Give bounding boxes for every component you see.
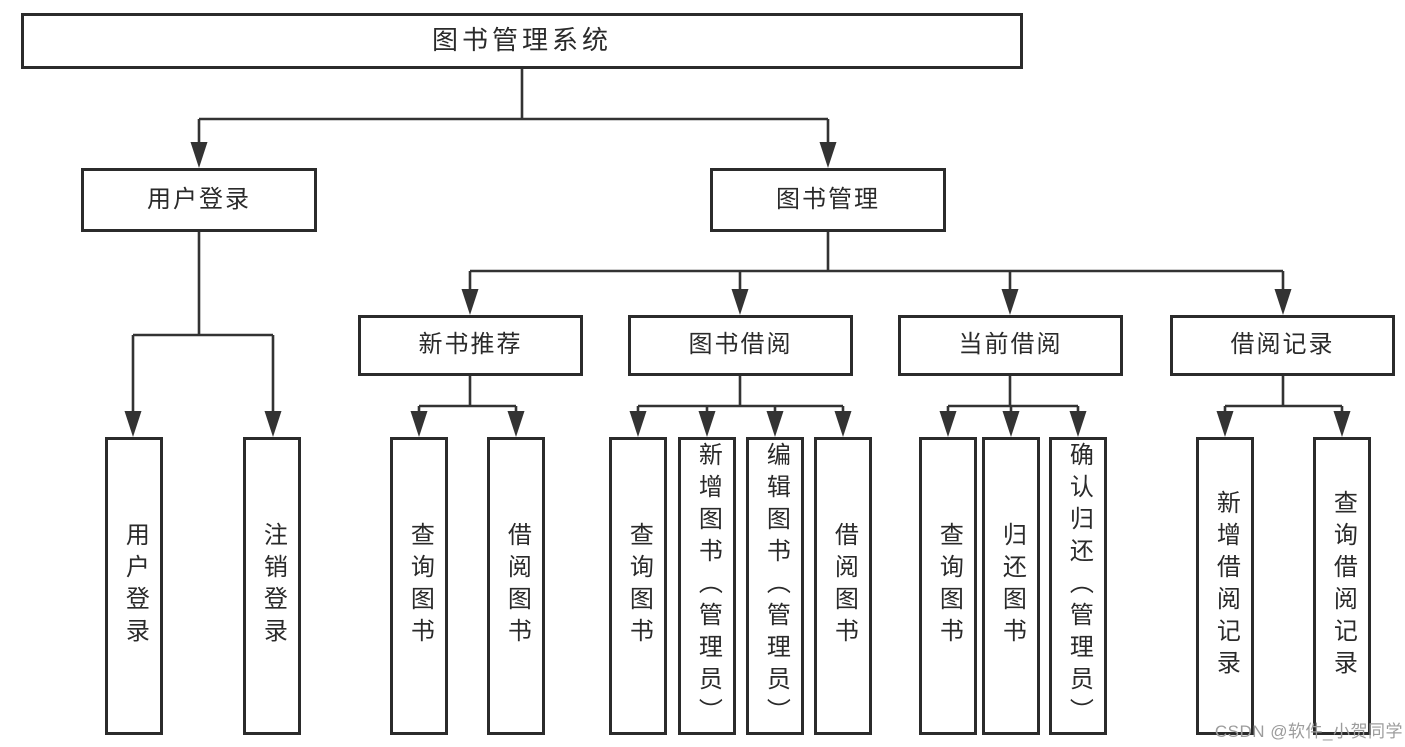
node-library-management-system: 图书管理系统 (21, 13, 1023, 69)
node-label: 新增借阅记录 (1212, 490, 1240, 682)
csdn-watermark: CSDN @软件_小贺同学 (1214, 722, 1403, 741)
node-label: 查询图书 (406, 522, 434, 650)
arrowheads (124, 142, 1351, 437)
node-label: 查询图书 (935, 522, 963, 650)
node-user-login-branch: 用户登录 (81, 168, 317, 232)
node-label: 编辑图书（管理员） (762, 442, 790, 730)
node-label: 查询借阅记录 (1329, 490, 1357, 682)
leaf-confirm-return-admin: 确认归还（管理员） (1049, 437, 1107, 735)
node-label: 图书借阅 (688, 331, 793, 359)
node-label: 新增图书（管理员） (694, 442, 722, 730)
node-label: 确认归还（管理员） (1065, 442, 1093, 730)
leaf-logout: 注销登录 (243, 437, 301, 735)
node-current-borrowing: 当前借阅 (898, 315, 1123, 376)
connector-borrow (636, 376, 845, 414)
node-label: 图书管理系统 (431, 25, 612, 56)
node-label: 图书管理 (776, 185, 880, 213)
connector-root (197, 69, 830, 145)
node-book-management-branch: 图书管理 (710, 168, 946, 232)
connector-user-login (131, 232, 275, 413)
leaf-borrow-books-borrow: 借阅图书 (814, 437, 872, 735)
connector-current (946, 376, 1080, 414)
node-label: 借阅图书 (830, 522, 858, 650)
connector-book-mgmt (468, 232, 1285, 291)
leaf-borrow-books-newbook: 借阅图书 (487, 437, 545, 735)
node-label: 借阅图书 (503, 522, 531, 650)
leaf-query-books-current: 查询图书 (919, 437, 977, 735)
node-book-borrowing: 图书借阅 (628, 315, 853, 376)
node-label: 用户登录 (121, 522, 149, 650)
leaf-query-books-borrow: 查询图书 (609, 437, 667, 735)
leaf-return-books: 归还图书 (982, 437, 1040, 735)
leaf-user-login: 用户登录 (105, 437, 163, 735)
node-label: 注销登录 (259, 522, 287, 650)
node-label: 归还图书 (998, 522, 1026, 650)
leaf-query-borrow-record: 查询借阅记录 (1313, 437, 1371, 735)
leaf-add-borrow-record: 新增借阅记录 (1196, 437, 1254, 735)
connector-newbook (417, 376, 518, 414)
connector-records (1223, 376, 1344, 414)
leaf-edit-book-admin: 编辑图书（管理员） (746, 437, 804, 735)
node-label: 查询图书 (625, 522, 653, 650)
node-new-book-recommendation: 新书推荐 (358, 315, 583, 376)
node-label: 借阅记录 (1230, 331, 1335, 359)
node-borrowing-records: 借阅记录 (1170, 315, 1395, 376)
node-label: 用户登录 (147, 185, 251, 213)
leaf-add-book-admin: 新增图书（管理员） (678, 437, 736, 735)
leaf-query-books-newbook: 查询图书 (390, 437, 448, 735)
node-label: 当前借阅 (958, 331, 1063, 359)
node-label: 新书推荐 (418, 331, 523, 359)
